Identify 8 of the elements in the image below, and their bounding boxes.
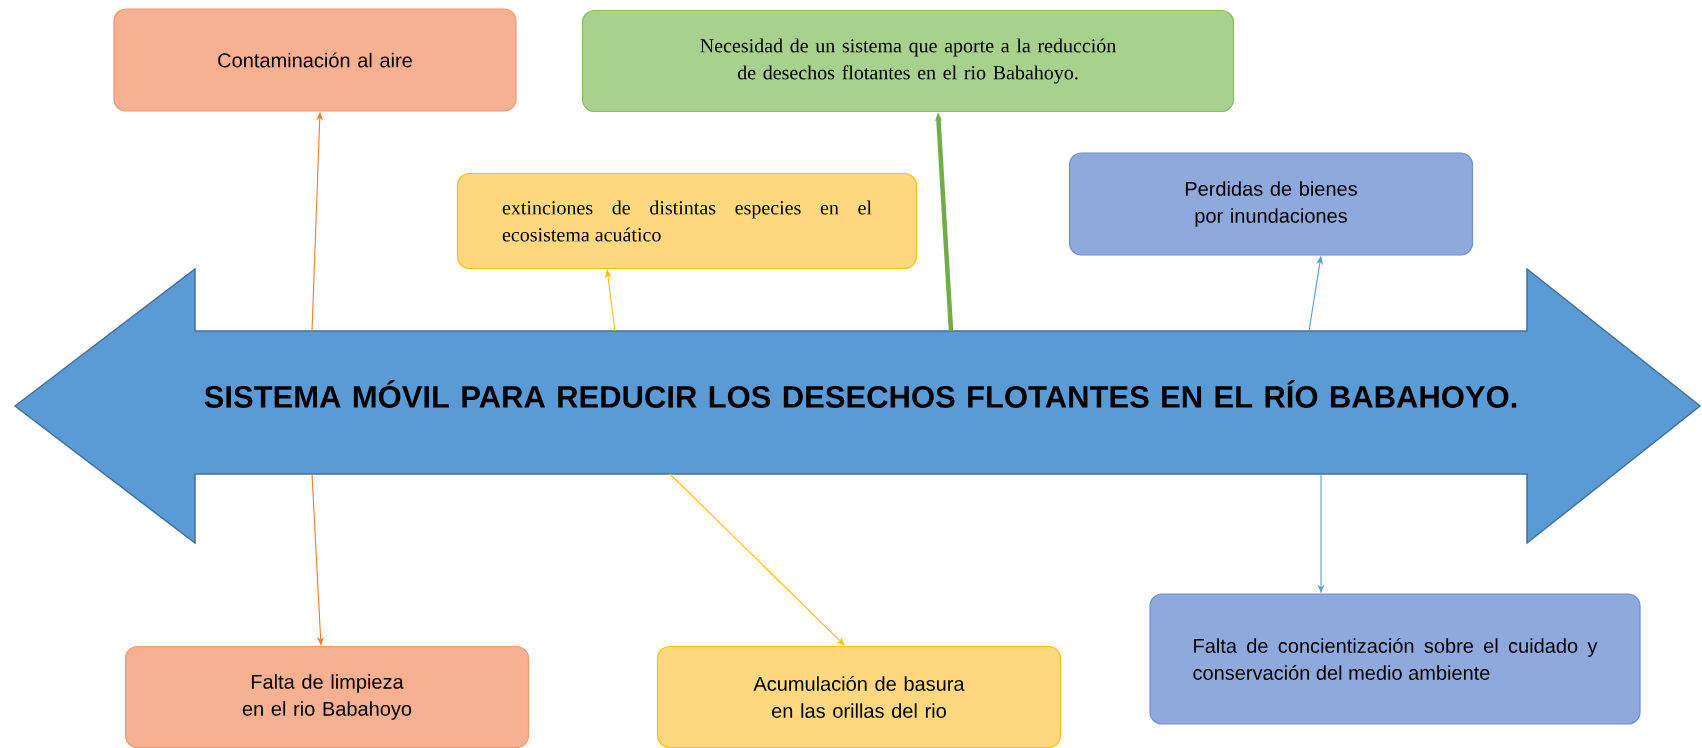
- text-box: extinciones de distintas especies en el ecosistema acuático: [456, 172, 918, 270]
- text-box: Necesidad de un sistema que aporte a la reducción de desechos flotantes en el rio Babahoyo.: [581, 9, 1235, 113]
- arrow: [669, 473, 845, 646]
- text-box: Acumulación de basura en las orillas del rio: [656, 645, 1062, 748]
- text-box: Perdidas de bienes por inundaciones: [1068, 152, 1474, 256]
- text-box: Contaminación al aire: [113, 8, 517, 112]
- text-box: Falta de concientización sobre el cuidado y conservación del medio ambiente: [1149, 593, 1641, 725]
- text-box: Falta de limpieza en el rio Babahoyo: [124, 645, 530, 748]
